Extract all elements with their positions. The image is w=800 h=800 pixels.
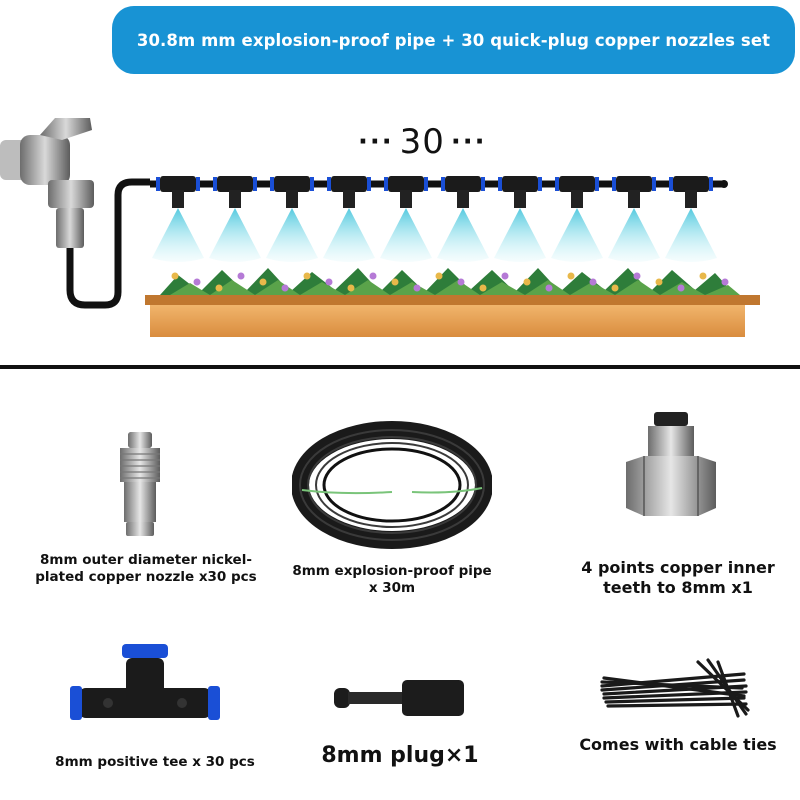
- faucet-icon: [0, 118, 94, 248]
- pipe-coil-icon: [292, 421, 492, 549]
- count-dots-right: ···: [450, 127, 487, 157]
- count-number: 30: [399, 122, 445, 162]
- product-plug-label: 8mm plug×1: [321, 743, 479, 768]
- flower-icon: [193, 278, 201, 286]
- flower-icon: [457, 278, 465, 286]
- flower-icon: [567, 272, 575, 280]
- product-ties-image: [598, 658, 750, 718]
- cable-ties-icon: [600, 658, 750, 718]
- product-pipe-image: [292, 420, 492, 550]
- nozzle-icon: [120, 432, 160, 536]
- tee-connector-icon: [70, 644, 220, 720]
- planter-box: [145, 268, 760, 337]
- product-tee-image: [70, 644, 220, 739]
- flower-icon: [259, 278, 267, 286]
- sprinkler-nozzle-icon: [323, 176, 375, 262]
- flower-icon: [677, 284, 685, 292]
- flower-icon: [237, 272, 245, 280]
- nozzle-row: [152, 176, 729, 292]
- count-dots-left: ···: [358, 127, 394, 157]
- product-pipe-label: 8mm explosion-proof pipe x 30m: [292, 563, 492, 596]
- product-ties-label: Comes with cable ties: [579, 735, 777, 754]
- sprinkler-nozzle-icon: [266, 176, 318, 262]
- flower-icon: [347, 284, 355, 292]
- sprinkler-nozzle-icon: [209, 176, 261, 262]
- sprinkler-nozzle-icon: [437, 176, 489, 262]
- flower-icon: [611, 284, 619, 292]
- product-plug-image: [334, 678, 466, 718]
- irrigation-scene: [0, 80, 800, 365]
- section-divider: [0, 365, 800, 369]
- plug-icon: [334, 680, 464, 716]
- product-nozzle-image: [110, 432, 170, 537]
- sprinkler-nozzle-icon: [380, 176, 432, 262]
- flower-icon: [523, 278, 531, 286]
- flower-icon: [413, 284, 421, 292]
- flower-icon: [325, 278, 333, 286]
- flower-icon: [721, 278, 729, 286]
- flower-icon: [391, 278, 399, 286]
- flower-icon: [281, 284, 289, 292]
- flower-icon: [171, 272, 179, 280]
- flower-icon: [303, 272, 311, 280]
- flower-icon: [655, 278, 663, 286]
- sprinkler-nozzle-icon: [494, 176, 546, 262]
- product-adapter-image: [622, 412, 720, 520]
- sprinkler-nozzle-icon: [152, 176, 204, 262]
- copper-adapter-icon: [626, 412, 716, 516]
- flower-icon: [435, 272, 443, 280]
- flower-icon: [699, 272, 707, 280]
- product-tee-label: 8mm positive tee x 30 pcs: [55, 754, 255, 770]
- title-banner: 30.8m mm explosion-proof pipe + 30 quick…: [112, 6, 795, 74]
- hose-pipe: [66, 178, 150, 309]
- flower-icon: [633, 272, 641, 280]
- sprinkler-nozzle-icon: [608, 176, 660, 262]
- banner-title: 30.8m mm explosion-proof pipe + 30 quick…: [136, 30, 771, 50]
- product-nozzle-label: 8mm outer diameter nickel-plated copper …: [35, 552, 257, 585]
- nozzle-count: ··· 30 ···: [358, 122, 487, 162]
- flower-icon: [545, 284, 553, 292]
- product-adapter-label: 4 points copper inner teeth to 8mm x1: [581, 558, 775, 597]
- flower-icon: [369, 272, 377, 280]
- sprinkler-nozzle-icon: [551, 176, 603, 262]
- flower-icon: [501, 272, 509, 280]
- irrigation-illustration: [0, 118, 760, 337]
- flower-icon: [479, 284, 487, 292]
- flower-icon: [589, 278, 597, 286]
- sprinkler-nozzle-icon: [665, 176, 717, 262]
- flower-icon: [215, 284, 223, 292]
